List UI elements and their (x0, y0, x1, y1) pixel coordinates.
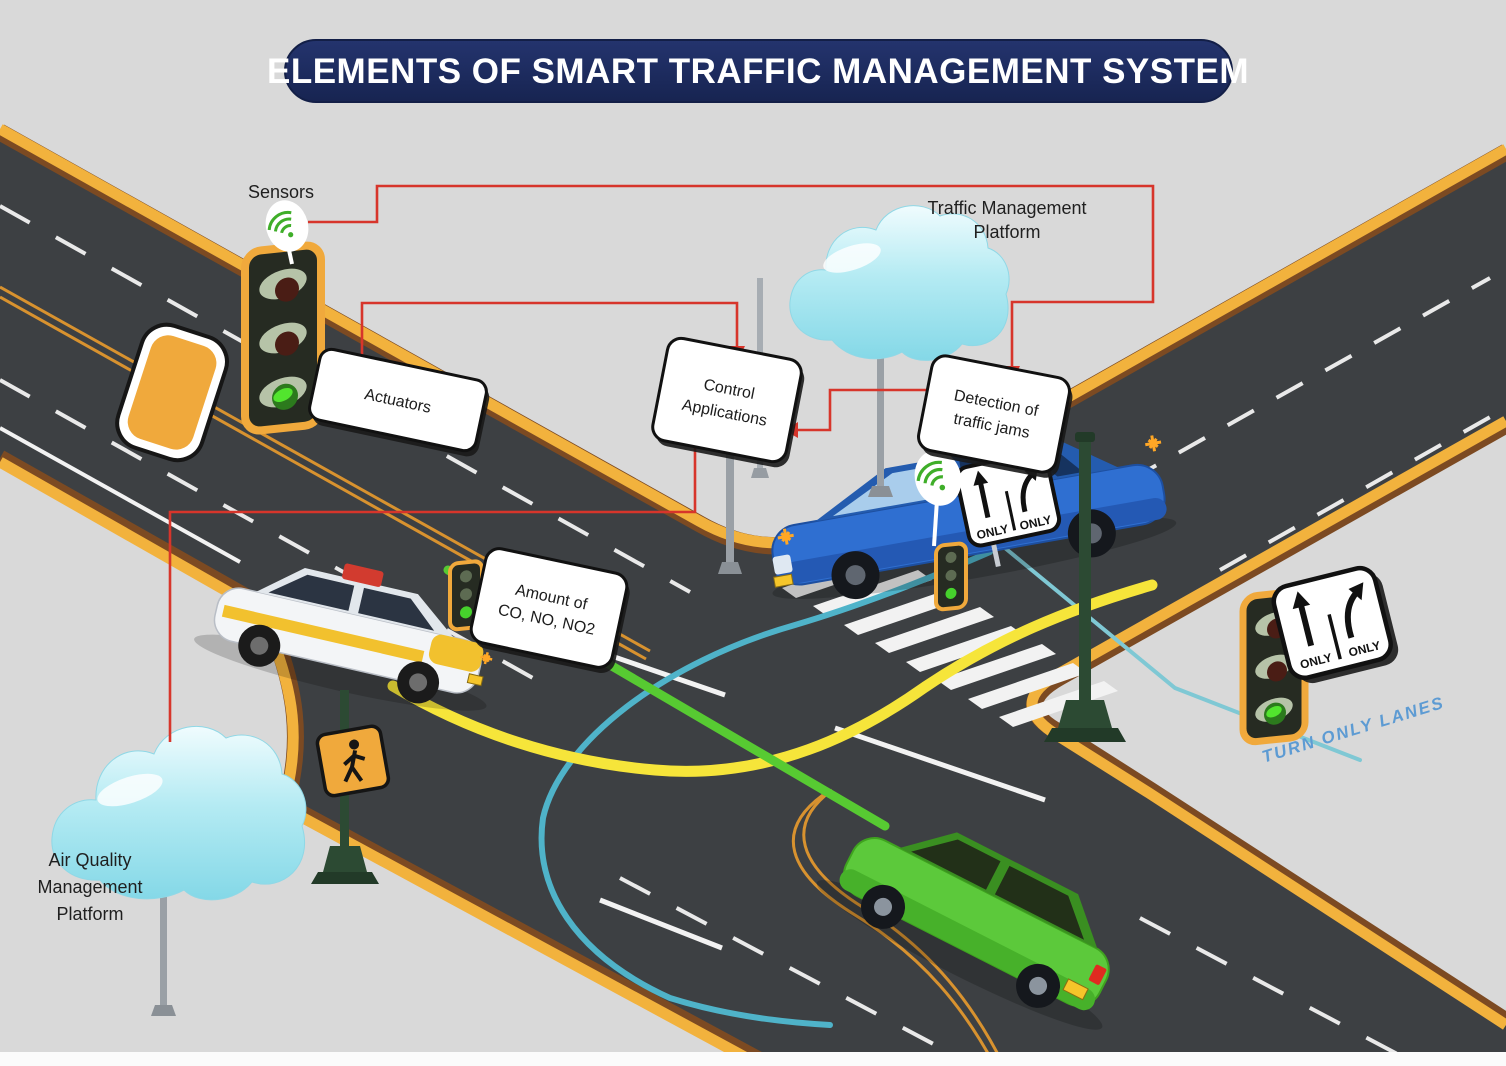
teal-u-turn-trajectory (538, 549, 993, 1028)
tmp-label-2: Platform (973, 222, 1040, 242)
aqm-label-1: Air Quality (48, 850, 131, 870)
straight-arrow-icon (1292, 591, 1315, 647)
rear-flare (1145, 435, 1162, 452)
traffic-light-mini-crossing (934, 541, 968, 612)
tmp-label-1: Traffic Management (927, 198, 1086, 218)
page-title: ELEMENTS OF SMART TRAFFIC MANAGEMENT SYS… (267, 52, 1249, 91)
aqm-label-3: Platform (56, 904, 123, 924)
connector-actuators-to-control (360, 301, 739, 382)
blank-orange-sign (115, 322, 229, 463)
amber-lens (259, 322, 307, 356)
only-label: ONLY (1018, 513, 1052, 533)
taxi-car (194, 563, 493, 711)
connector-airquality-to-control (168, 432, 697, 742)
only-label: ONLY (975, 522, 1009, 542)
green-car (816, 832, 1110, 1030)
bottom-margin (0, 1052, 1506, 1066)
connector-sensors-to-detection (308, 184, 1155, 370)
title-banner: ELEMENTS OF SMART TRAFFIC MANAGEMENT SYS… (267, 39, 1249, 103)
pedestrian-icon (343, 739, 366, 783)
wifi-icon (916, 460, 946, 491)
headlight-flare (480, 652, 493, 665)
right-turn-arrow-icon (1344, 582, 1364, 639)
air-quality-cloud (51, 725, 307, 1016)
straight-arrow-icon (973, 470, 991, 519)
amount-co-no-box: Amount of CO, NO, NO2 (469, 547, 630, 674)
wifi-icon (267, 210, 294, 238)
front-flare (777, 528, 794, 545)
label-boxes: Actuators Control Applications Detection… (308, 336, 1073, 674)
actuators-box: Actuators (308, 347, 490, 457)
pedestrian-crossing-sign (311, 690, 391, 884)
turn-lane-sign-large: ONLY ONLY (1271, 565, 1399, 684)
traffic-light-mini-left (448, 559, 484, 632)
control-applications-box: Control Applications (651, 336, 805, 468)
taxi-roof-sign (342, 563, 384, 587)
traffic-light-left (241, 241, 325, 435)
sensor-wifi-left (265, 200, 309, 265)
signal-mast-pole (1044, 432, 1126, 742)
detection-box: Detection of traffic jams (917, 354, 1073, 478)
turn-lane-sign-small: ONLY ONLY (954, 450, 1062, 568)
red-connectors (168, 184, 1155, 742)
aqm-label-2: Management (37, 877, 142, 897)
green-lens-lit (259, 376, 307, 410)
yellow-turn-trajectory (387, 579, 1158, 777)
sensor-wifi-car (914, 450, 962, 547)
traffic-management-cloud (789, 205, 1010, 497)
sensors-label: Sensors (248, 182, 314, 202)
red-lens (259, 268, 307, 302)
connector-detection-to-control (792, 388, 934, 432)
